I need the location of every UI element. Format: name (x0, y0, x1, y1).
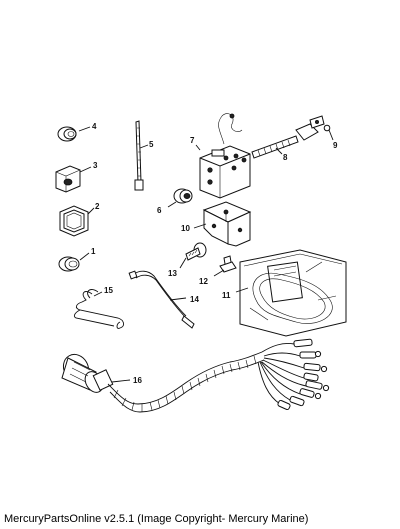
part-8-key-switch[interactable] (251, 115, 325, 159)
callout-13[interactable]: 13 (168, 269, 177, 278)
callout-12[interactable]: 12 (199, 277, 208, 286)
part-10-mounting-bracket[interactable] (202, 201, 252, 247)
part-3-clip[interactable] (55, 165, 81, 193)
part-11-harness-kit[interactable] (239, 249, 347, 337)
callout-15[interactable]: 15 (104, 286, 113, 295)
part-6-grommet[interactable] (173, 188, 193, 204)
callout-7[interactable]: 7 (190, 136, 195, 145)
part-13-screw[interactable] (185, 242, 207, 261)
part-9-o-ring[interactable] (323, 124, 331, 132)
callout-10[interactable]: 10 (181, 224, 190, 233)
part-7-junction-box[interactable] (199, 113, 251, 199)
callout-3[interactable]: 3 (93, 161, 98, 170)
callout-2[interactable]: 2 (95, 202, 100, 211)
part-12-bolt[interactable] (219, 255, 237, 273)
part-16-wiring-harness[interactable] (59, 338, 330, 413)
callout-16[interactable]: 16 (133, 376, 142, 385)
parts-diagram: 4 3 2 1 5 (55, 113, 347, 413)
part-1-plug[interactable] (58, 256, 80, 272)
callout-4[interactable]: 4 (92, 122, 97, 131)
callout-8[interactable]: 8 (283, 153, 288, 162)
part-5-cable-tie[interactable] (134, 120, 144, 191)
callout-11[interactable]: 11 (222, 291, 231, 300)
callout-9[interactable]: 9 (333, 141, 338, 150)
callout-14[interactable]: 14 (190, 295, 199, 304)
callout-1[interactable]: 1 (91, 247, 96, 256)
footer-copyright: MercuryPartsOnline v2.5.1 (Image Copyrig… (4, 513, 309, 525)
part-4-grommet[interactable] (57, 126, 77, 142)
callout-6[interactable]: 6 (157, 206, 162, 215)
part-14-lead-wire[interactable] (128, 270, 195, 329)
part-2-rect-grommet[interactable] (59, 205, 89, 237)
callout-5[interactable]: 5 (149, 140, 154, 149)
part-15-wire-clip[interactable] (73, 289, 125, 329)
